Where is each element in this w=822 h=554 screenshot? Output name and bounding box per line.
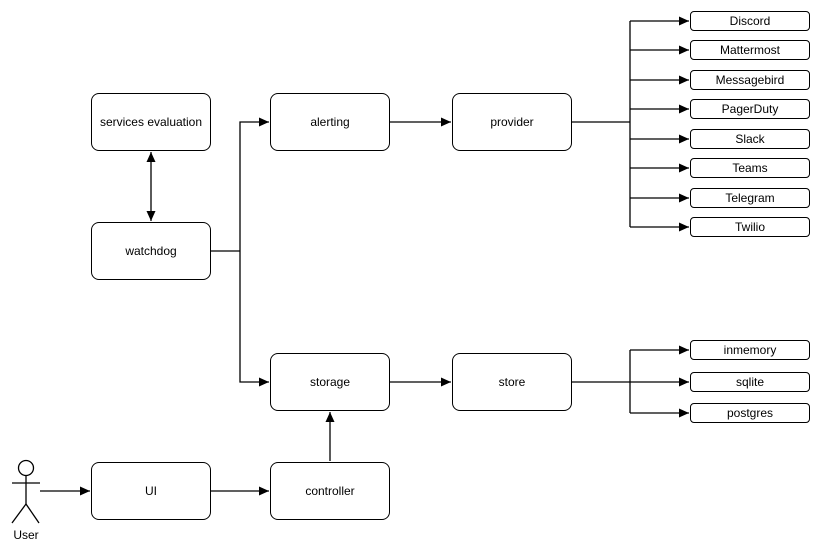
node-store[interactable]: store bbox=[452, 353, 572, 411]
node-label: watchdog bbox=[125, 244, 177, 258]
node-watchdog[interactable]: watchdog bbox=[91, 222, 211, 280]
node-label: postgres bbox=[726, 406, 774, 420]
actor-leg-right bbox=[25, 503, 40, 524]
node-provider[interactable]: provider bbox=[452, 93, 572, 151]
node-label: store bbox=[498, 375, 526, 389]
node-teams[interactable]: Teams bbox=[690, 158, 810, 178]
node-label: services evaluation bbox=[99, 115, 203, 129]
node-label: UI bbox=[145, 484, 157, 498]
node-label: PagerDuty bbox=[721, 102, 779, 116]
node-inmemory[interactable]: inmemory bbox=[690, 340, 810, 360]
node-label: provider bbox=[490, 115, 534, 129]
node-pagerduty[interactable]: PagerDuty bbox=[690, 99, 810, 119]
actor-head-icon bbox=[17, 459, 35, 477]
user-actor[interactable] bbox=[11, 459, 40, 524]
node-twilio[interactable]: Twilio bbox=[690, 217, 810, 237]
edge-junction-alerting bbox=[239, 117, 269, 251]
node-label: storage bbox=[309, 375, 351, 389]
actor-leg-left bbox=[11, 503, 27, 524]
node-mattermost[interactable]: Mattermost bbox=[690, 40, 810, 60]
node-telegram[interactable]: Telegram bbox=[690, 188, 810, 208]
node-label: Mattermost bbox=[719, 43, 780, 57]
node-slack[interactable]: Slack bbox=[690, 129, 810, 149]
node-services-evaluation[interactable]: services evaluation bbox=[91, 93, 211, 151]
edge-junction-storage bbox=[239, 251, 269, 387]
node-label: Telegram bbox=[725, 191, 775, 205]
node-label: inmemory bbox=[723, 343, 777, 357]
node-discord[interactable]: Discord bbox=[690, 11, 810, 31]
node-label: controller bbox=[305, 484, 355, 498]
node-label: Slack bbox=[735, 132, 765, 146]
node-messagebird[interactable]: Messagebird bbox=[690, 70, 810, 90]
node-label: Messagebird bbox=[715, 73, 785, 87]
node-label: Twilio bbox=[734, 220, 765, 234]
actor-label: User bbox=[13, 528, 38, 542]
node-controller[interactable]: controller bbox=[270, 462, 390, 520]
node-label: alerting bbox=[310, 115, 350, 129]
node-sqlite[interactable]: sqlite bbox=[690, 372, 810, 392]
node-ui[interactable]: UI bbox=[91, 462, 211, 520]
node-storage[interactable]: storage bbox=[270, 353, 390, 411]
node-alerting[interactable]: alerting bbox=[270, 93, 390, 151]
node-postgres[interactable]: postgres bbox=[690, 403, 810, 423]
node-label: Discord bbox=[729, 14, 771, 28]
node-label: Teams bbox=[732, 161, 768, 175]
node-label: sqlite bbox=[735, 375, 764, 389]
